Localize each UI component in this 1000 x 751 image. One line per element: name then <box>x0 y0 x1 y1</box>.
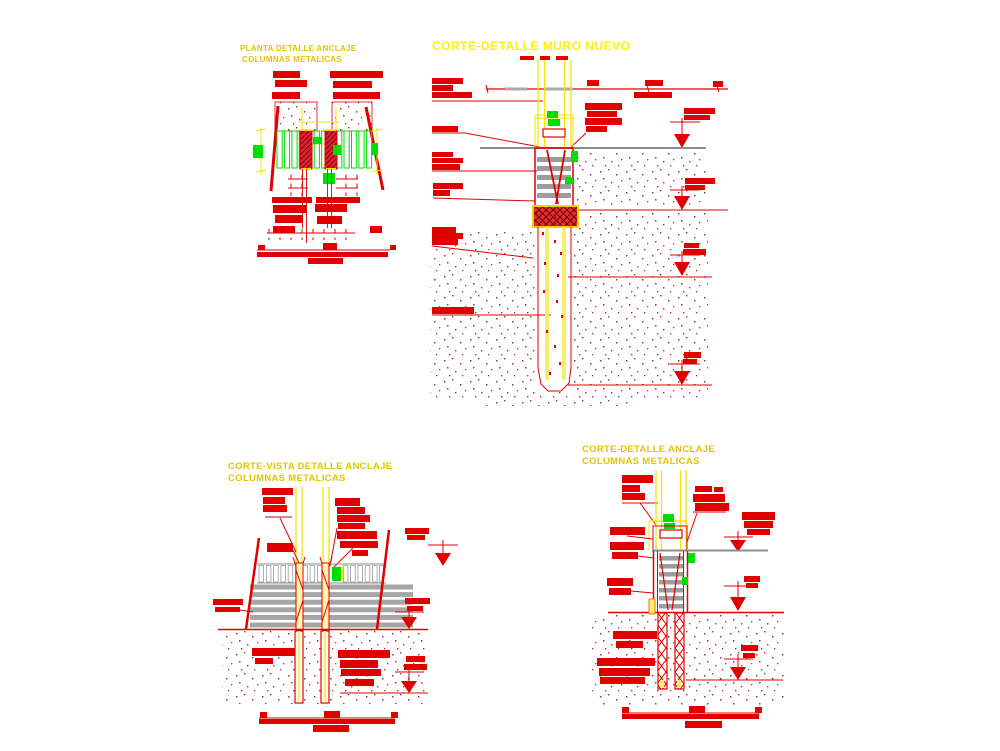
plan-title-line2: COLUMNAS METALICAS <box>242 55 342 64</box>
base-plate <box>659 529 683 539</box>
plan-green-plates <box>253 137 378 184</box>
main-elevation-marker-1 <box>670 108 715 148</box>
main-soil-stipple <box>430 152 708 406</box>
view-soil-annotations <box>252 648 390 686</box>
view-piles <box>294 630 330 704</box>
detail-dimension-line <box>622 706 762 728</box>
anchor-section-drawing: CORTE-DETALLE ANCLAJE COLUMNAS METALICAS <box>582 444 784 728</box>
main-elevation-marker-2 <box>578 178 728 211</box>
view-cut-lines <box>244 529 391 630</box>
main-subtitle-marks <box>520 56 568 60</box>
view-elevation-marker-1 <box>405 528 458 566</box>
detail-title-line1: CORTE-DETALLE ANCLAJE <box>582 444 715 455</box>
detail-title-line2: COLUMNAS METALICAS <box>582 456 700 467</box>
main-title: CORTE-DETALLE MURO NUEVO <box>432 39 630 53</box>
detail-elevation-marker-1 <box>724 512 775 552</box>
plan-title-line1: PLANTA DETALLE ANCLAJE <box>240 44 357 53</box>
view-dimension-line <box>259 711 398 732</box>
view-columns <box>292 487 333 568</box>
detail-elevation-marker-3 <box>686 645 783 681</box>
detail-anchor-rod <box>648 598 656 615</box>
main-top-dimension <box>485 80 728 98</box>
anchor-view-drawing: CORTE-VISTA DETALLE ANCLAJE COLUMNAS MET… <box>213 461 458 732</box>
detail-steel-column <box>648 470 688 552</box>
main-elevation-marker-4 <box>568 352 712 386</box>
base-plate <box>542 128 566 138</box>
view-ground-label <box>213 599 254 613</box>
plan-column-sections <box>299 129 338 170</box>
detail-elevation-marker-2 <box>724 576 760 611</box>
view-annotations-left <box>262 488 300 564</box>
view-annotations-right <box>329 498 378 569</box>
wall-section-drawing: CORTE-DETALLE MURO NUEVO <box>430 39 728 406</box>
detail-annotations-right-top <box>686 486 729 543</box>
view-title-line2: COLUMNAS METALICAS <box>228 473 346 484</box>
main-pile <box>537 227 572 392</box>
main-anchor-block <box>532 205 579 228</box>
plan-detail-drawing: PLANTA DETALLE ANCLAJE COLUMNAS METALICA… <box>240 44 396 264</box>
plan-annotation-blocks-bottom <box>267 197 382 240</box>
detail-piles <box>657 612 685 690</box>
main-annotations-center <box>568 103 622 150</box>
main-annotations-left <box>431 78 551 316</box>
view-wall-bands <box>250 584 413 628</box>
detail-annotations-left-mid <box>607 527 655 595</box>
detail-wall-courses <box>652 551 695 612</box>
main-elevation-marker-3 <box>568 243 712 278</box>
detail-annotations-left-top <box>622 475 658 526</box>
view-title-line1: CORTE-VISTA DETALLE ANCLAJE <box>228 461 392 472</box>
main-steel-column <box>533 60 578 150</box>
main-wall-courses <box>534 147 578 208</box>
plan-annotation-blocks-top <box>272 71 383 99</box>
plan-concrete-stipple <box>274 101 373 132</box>
plan-dimension-line <box>257 243 396 264</box>
view-elevation-marker-2 <box>395 598 430 629</box>
plan-bearing-plate-ribs <box>276 130 373 169</box>
detail-soil-annotations <box>597 631 657 684</box>
view-elevation-marker-3 <box>340 656 428 694</box>
